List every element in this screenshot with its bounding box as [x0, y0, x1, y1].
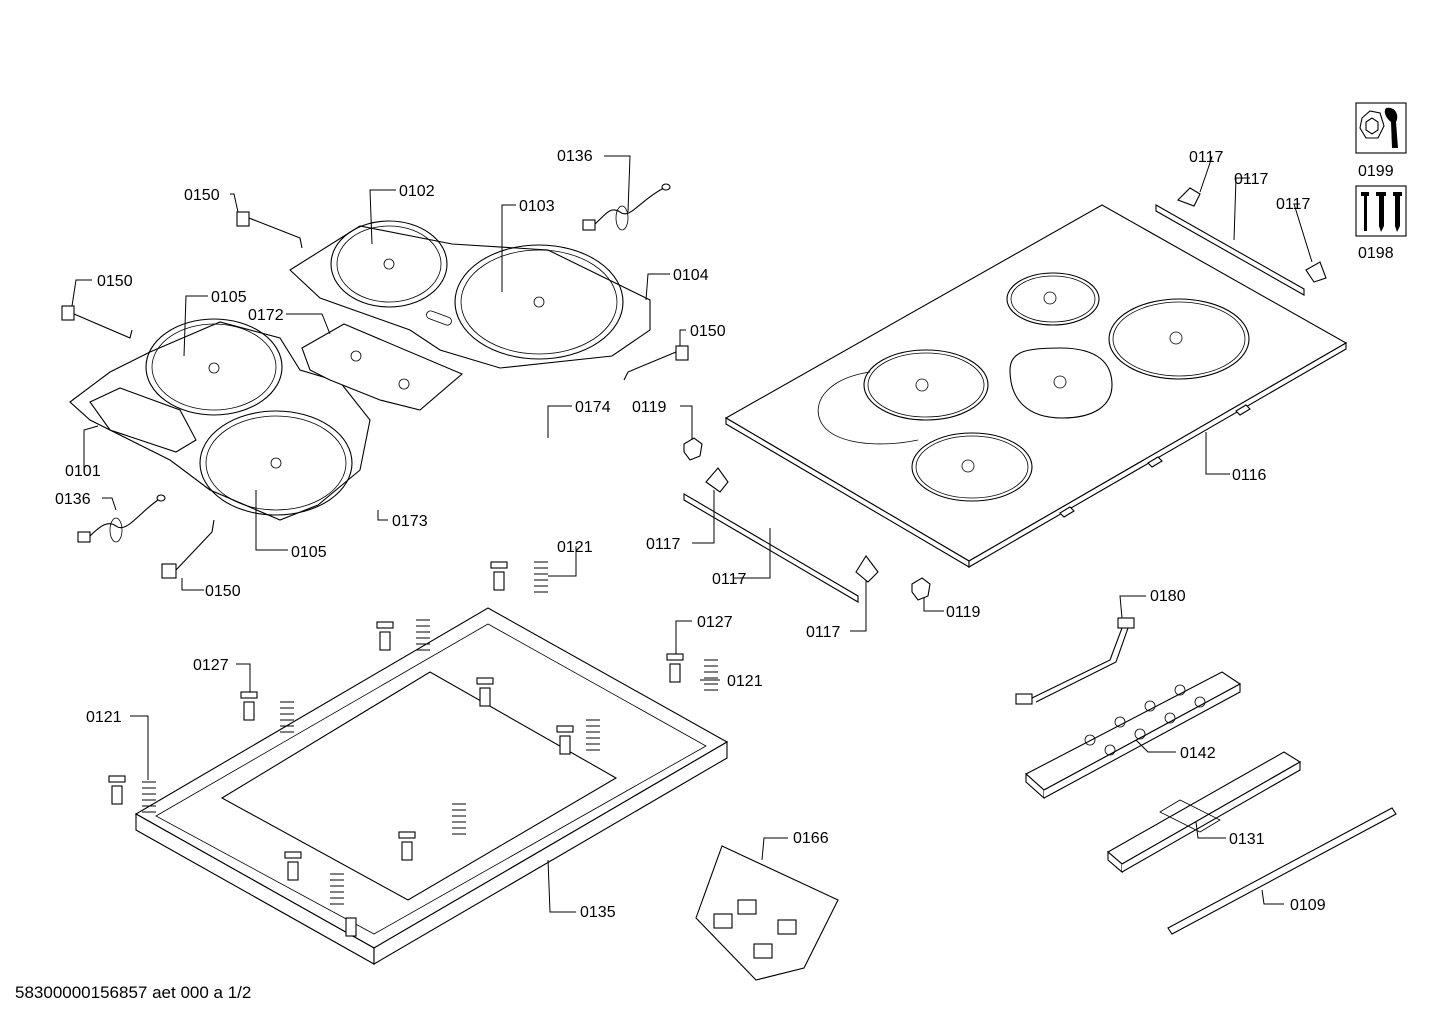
label-0142: 0142	[1180, 745, 1216, 762]
label-0103: 0103	[519, 198, 555, 215]
mounting-rail-front[interactable]	[683, 467, 879, 603]
label-0102: 0102	[399, 183, 435, 200]
retaining-strip[interactable]	[1167, 807, 1397, 935]
label-0105: 0105	[291, 544, 327, 561]
label-0166: 0166	[793, 830, 829, 847]
spring-clip-0119b[interactable]	[911, 577, 931, 601]
ribbon-cable[interactable]	[1015, 617, 1135, 705]
label-0116: 0116	[1232, 467, 1267, 484]
connection-cable-0174[interactable]	[433, 401, 602, 490]
control-board[interactable]	[1025, 671, 1242, 800]
label-0180: 0180	[1150, 588, 1186, 605]
foot-0127-e[interactable]	[376, 619, 430, 651]
base-frame[interactable]	[134, 607, 729, 965]
foot-0127-b[interactable]	[666, 653, 684, 683]
connector-lead-0150c[interactable]	[623, 345, 689, 381]
spring-0121-b[interactable]	[704, 659, 718, 691]
small-parts-bag[interactable]	[695, 845, 839, 981]
foot-0127-g[interactable]	[556, 719, 600, 755]
label-0131: 0131	[1229, 831, 1265, 848]
board-carrier[interactable]	[1107, 751, 1302, 874]
label-0117: 0117	[646, 536, 681, 553]
label-0117: 0117	[1189, 149, 1224, 166]
coil-carrier-front[interactable]	[69, 318, 371, 521]
foot-0127-f[interactable]	[476, 677, 494, 707]
label-0173: 0173	[392, 513, 428, 530]
label-0121: 0121	[86, 709, 122, 726]
connection-cable-0173[interactable]	[332, 474, 460, 536]
icon-label-0198: 0198	[1358, 245, 1394, 262]
label-0174: 0174	[575, 399, 611, 416]
spring-0121-d[interactable]	[280, 701, 294, 733]
shield-plate[interactable]	[301, 323, 464, 411]
wrench-nut-icon[interactable]	[1355, 102, 1407, 154]
ceramic-glass-top[interactable]	[724, 204, 1348, 568]
label-0119: 0119	[632, 399, 667, 416]
spring-clip-0119a[interactable]	[683, 437, 703, 461]
connector-lead-0150b[interactable]	[61, 305, 133, 339]
coil-carrier-rear[interactable]	[289, 220, 651, 369]
label-0136: 0136	[557, 148, 593, 165]
foot-0127-d[interactable]	[108, 775, 126, 805]
temperature-sensor-0136a[interactable]	[582, 183, 671, 231]
connector-lead-0150a[interactable]	[236, 211, 303, 249]
label-0117: 0117	[1234, 171, 1269, 188]
label-0105: 0105	[211, 289, 247, 306]
label-0136: 0136	[55, 491, 91, 508]
document-footer: 58300000156857 aet 000 a 1/2	[15, 983, 251, 1002]
label-0117: 0117	[806, 624, 841, 641]
icon-label-0199: 0199	[1358, 163, 1394, 180]
foot-0127-h[interactable]	[398, 803, 466, 861]
label-0127: 0127	[697, 614, 733, 631]
label-0150: 0150	[97, 273, 133, 290]
spring-0121-a[interactable]	[534, 561, 548, 593]
label-0109: 0109	[1290, 897, 1326, 914]
label-0127: 0127	[193, 657, 229, 674]
label-0117: 0117	[712, 571, 747, 588]
screws-icon[interactable]	[1355, 185, 1407, 237]
mounting-rail-top[interactable]	[1155, 187, 1327, 296]
label-0135: 0135	[580, 904, 616, 921]
label-0119: 0119	[946, 604, 981, 621]
label-0172: 0172	[248, 307, 284, 324]
temperature-sensor-0136b[interactable]	[77, 494, 166, 543]
foot-0127-c[interactable]	[240, 691, 258, 721]
leader-lines	[71, 155, 1313, 913]
label-0150: 0150	[690, 323, 726, 340]
spring-0121-c[interactable]	[142, 781, 156, 813]
label-0104: 0104	[673, 267, 709, 284]
foot-0127-i[interactable]	[284, 851, 344, 905]
label-0150: 0150	[205, 583, 241, 600]
label-0101: 0101	[65, 463, 101, 480]
connector-lead-0150d[interactable]	[161, 519, 215, 579]
label-0150: 0150	[184, 187, 220, 204]
foot-0127-a[interactable]	[490, 561, 508, 591]
label-0121: 0121	[727, 673, 763, 690]
label-0117: 0117	[1276, 196, 1311, 213]
label-0121: 0121	[557, 539, 593, 556]
